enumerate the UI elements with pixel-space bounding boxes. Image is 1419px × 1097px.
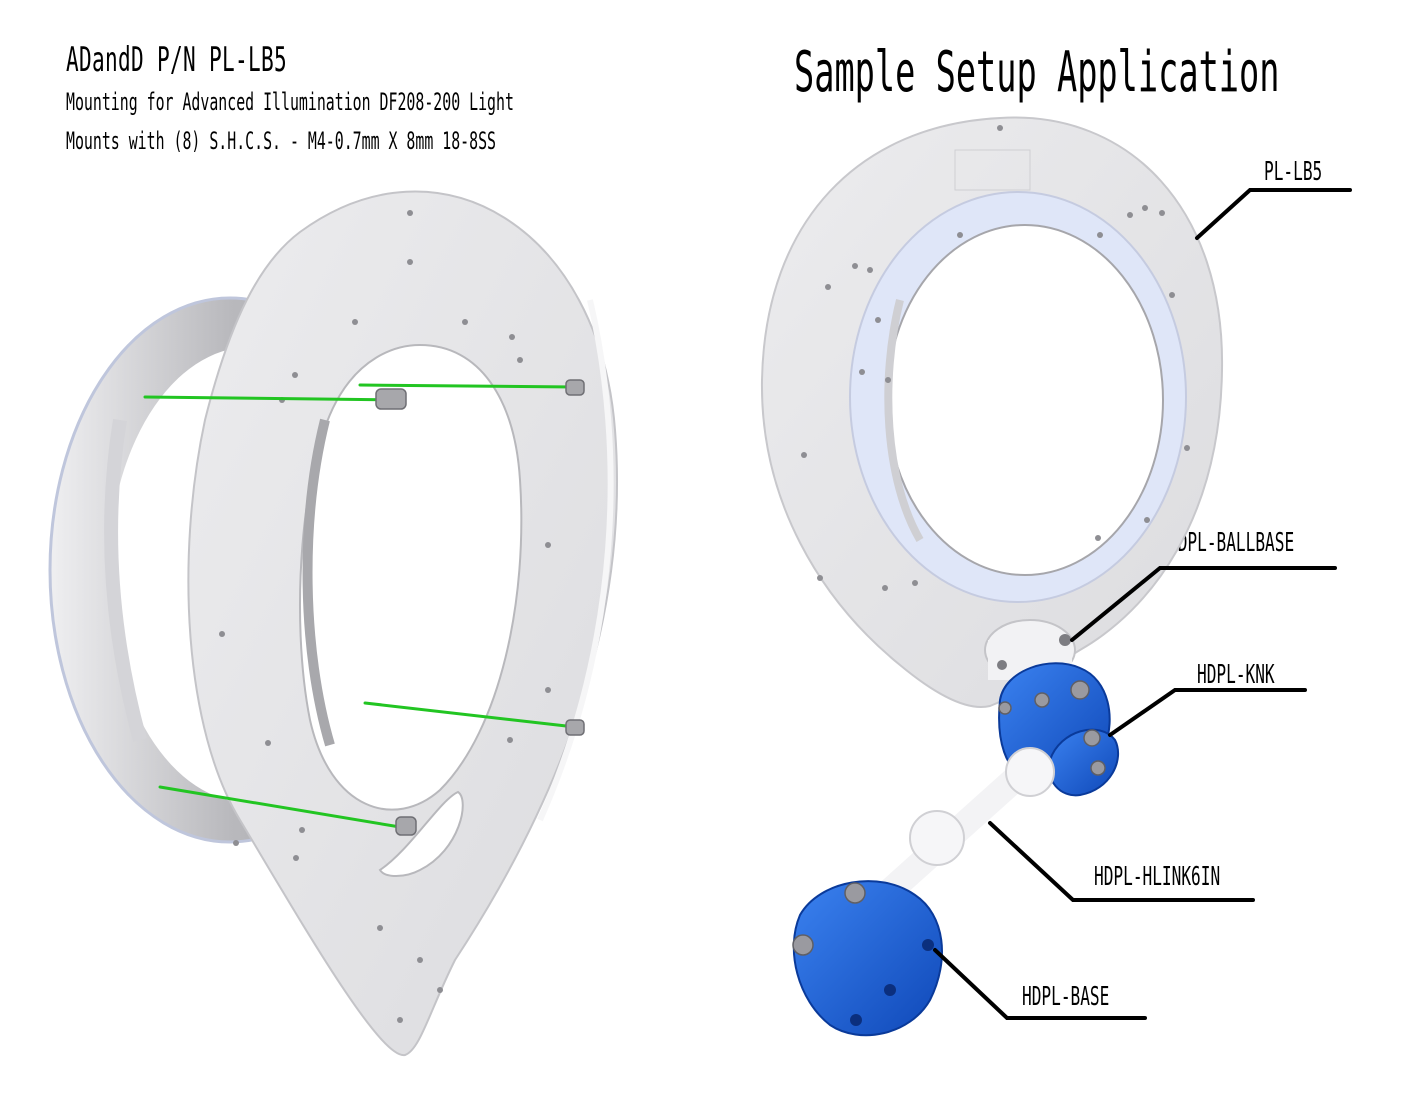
sample-setup-view xyxy=(760,116,1352,1037)
mounting-plate-pl-lb5 xyxy=(187,190,619,1057)
fastener-guides xyxy=(143,383,577,829)
socket-head-screws xyxy=(375,379,585,836)
callout-label-pl-lb5: PL-LB5 xyxy=(1264,157,1323,187)
callout-label-hdpl-ballbase: HDPL-BALLBASE xyxy=(1168,528,1295,558)
description-line-1: Mounting for Advanced Illumination DF208… xyxy=(66,88,514,116)
setup-heading: Sample Setup Application xyxy=(794,40,1280,105)
setup-plate-pl-lb5 xyxy=(760,116,1224,708)
part-number-title: ADandD P/N PL-LB5 xyxy=(66,40,288,80)
callout-label-hdpl-hlink6in: HDPL-HLINK6IN xyxy=(1094,862,1221,892)
callout-label-hdpl-knk: HDPL-KNK xyxy=(1197,660,1275,690)
exploded-assembly-view xyxy=(48,190,619,1057)
hlink-arm xyxy=(867,747,1055,913)
description-line-2: Mounts with (8) S.H.C.S. - M4-0.7mm X 8m… xyxy=(66,127,497,155)
callout-label-hdpl-base: HDPL-BASE xyxy=(1022,982,1110,1012)
base-mount xyxy=(792,880,943,1037)
callout-leaders xyxy=(933,188,1352,1020)
